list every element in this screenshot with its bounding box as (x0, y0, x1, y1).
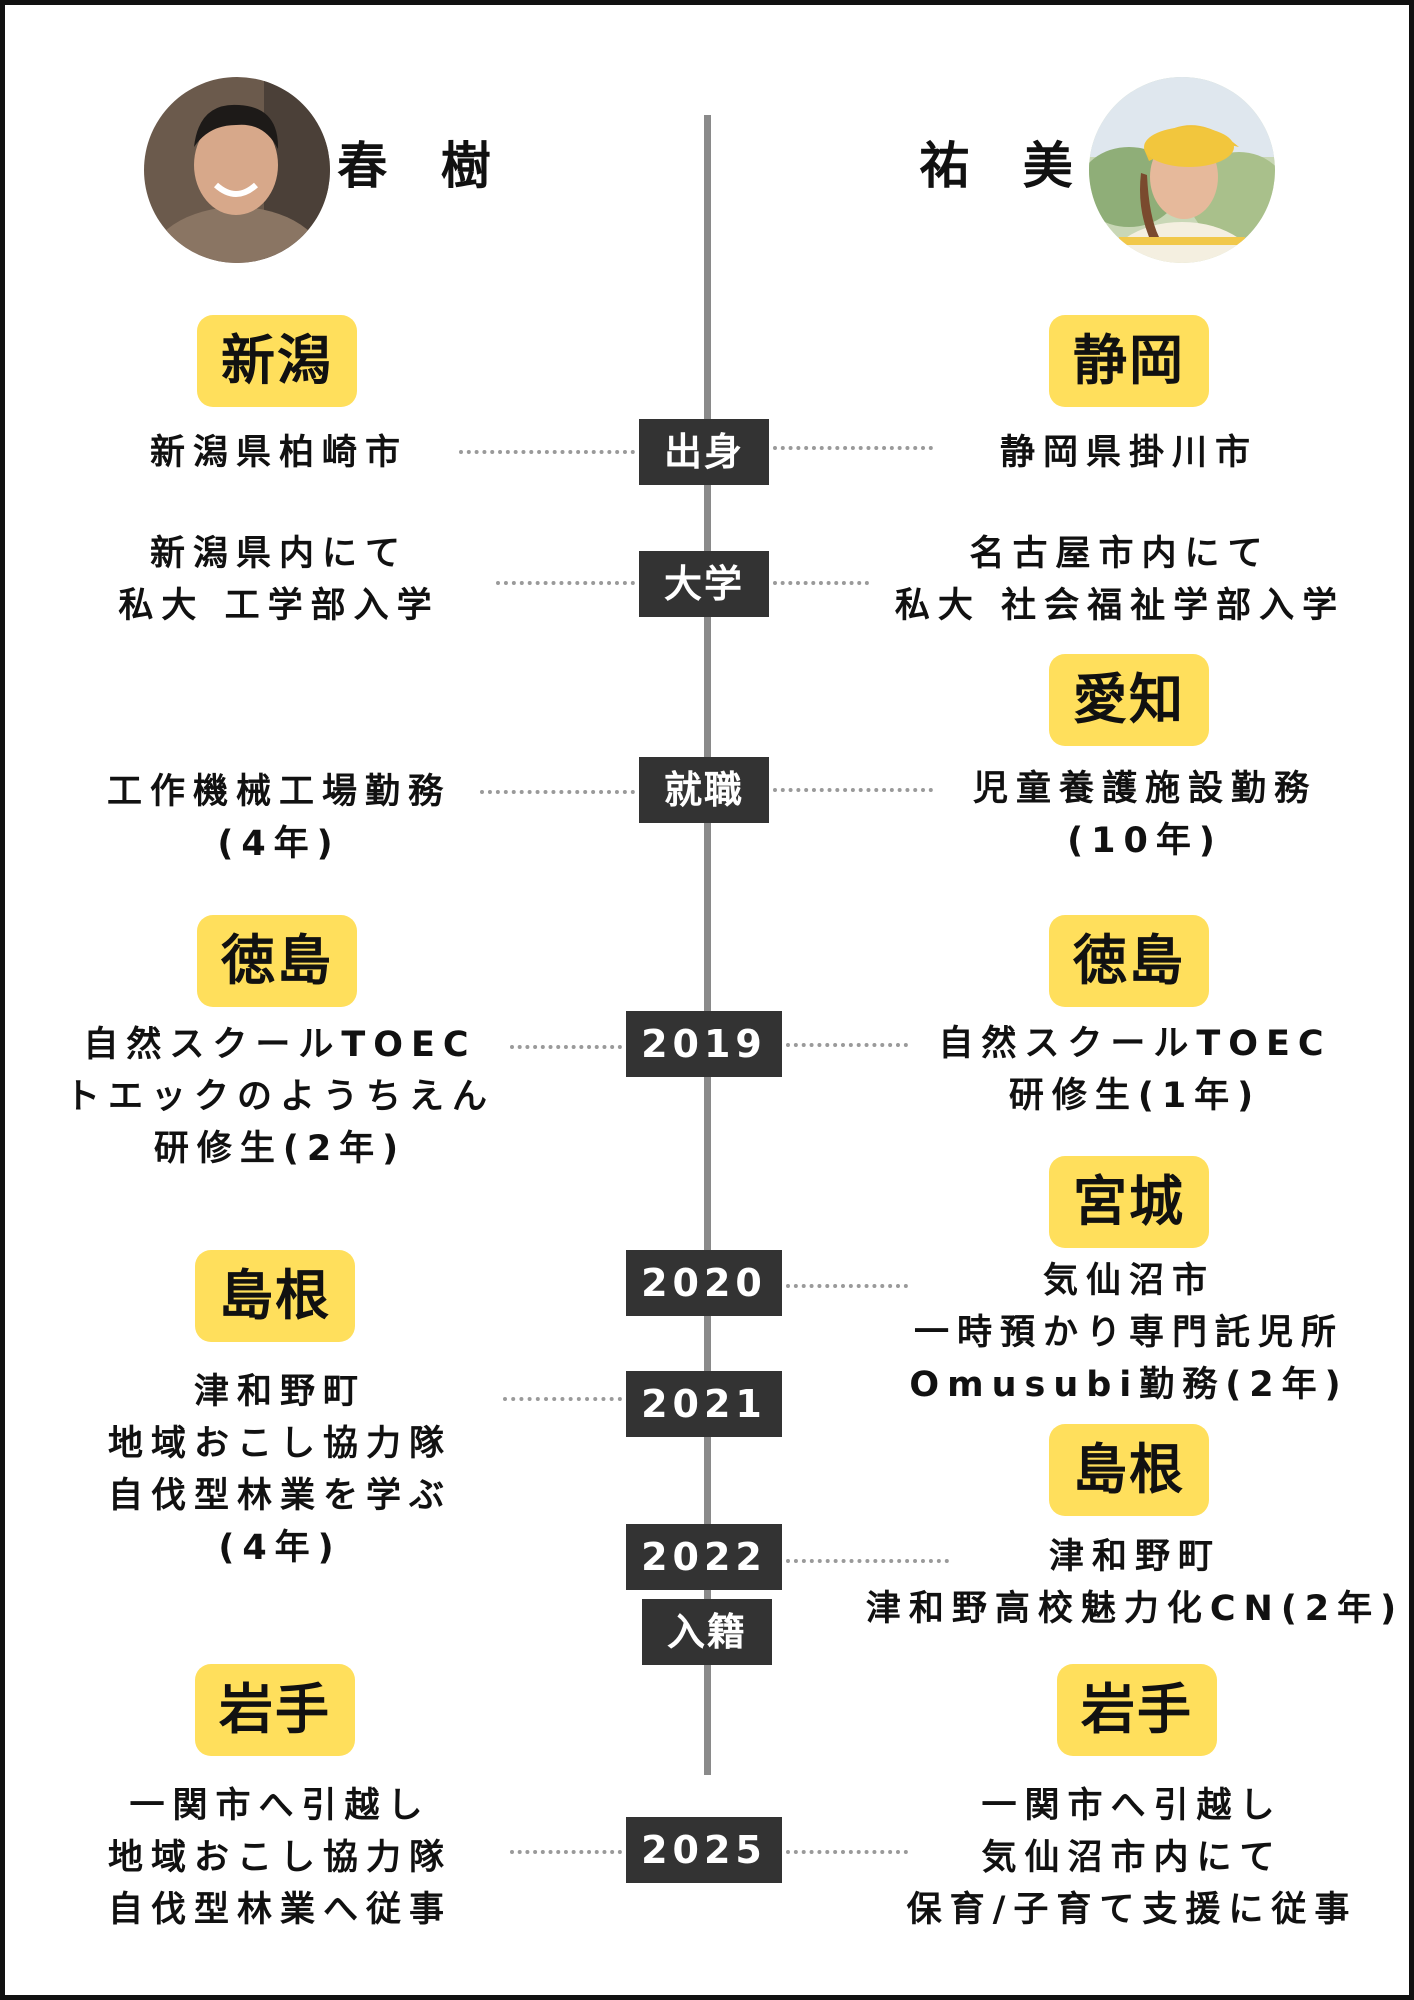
connector (503, 1397, 622, 1401)
timeline-marker-2021: 2021 (626, 1371, 782, 1437)
connector (786, 1559, 949, 1563)
place-badge: 徳島 (197, 915, 357, 1007)
timeline-marker-2025: 2025 (626, 1817, 782, 1883)
connector (773, 581, 869, 585)
woman-portrait-icon (1089, 77, 1275, 263)
connector (786, 1043, 908, 1047)
timeline-marker-2022: 2022 (626, 1524, 782, 1590)
right-entry: 児童養護施設勤務 (10年) (972, 769, 1318, 861)
connector (773, 788, 933, 792)
place-badge: 島根 (1049, 1424, 1209, 1516)
right-entry: 津和野町 津和野高校魅力化CN(2年) (865, 1537, 1405, 1629)
timeline-marker-birthplace: 出身 (639, 419, 769, 485)
right-entry: 静岡県掛川市 (999, 433, 1259, 473)
left-entry: 一関市へ引越し 地域おこし協力隊 自伐型林業へ従事 (107, 1786, 453, 1930)
place-badge: 岩手 (195, 1664, 355, 1756)
place-badge: 岩手 (1057, 1664, 1217, 1756)
left-entry: 自然スクールTOEC トエックのようちえん 研修生(2年) (64, 1025, 496, 1169)
timeline-spine (704, 115, 711, 1775)
connector (496, 581, 635, 585)
right-entry: 自然スクールTOEC 研修生(1年) (938, 1024, 1332, 1116)
connector (773, 446, 933, 450)
left-entry: 工作機械工場勤務 (4年) (106, 772, 452, 864)
left-entry: 新潟県内にて 私大 工学部入学 (118, 534, 440, 626)
right-entry: 名古屋市内にて 私大 社会福祉学部入学 (894, 534, 1346, 626)
place-badge: 徳島 (1049, 915, 1209, 1007)
connector (786, 1850, 908, 1854)
place-badge: 宮城 (1049, 1156, 1209, 1248)
connector (480, 790, 635, 794)
place-badge: 愛知 (1049, 654, 1209, 746)
timeline-marker-university: 大学 (639, 551, 769, 617)
timeline-marker-marriage: 入籍 (642, 1599, 772, 1665)
connector (510, 1045, 622, 1049)
connector (459, 450, 635, 454)
timeline-marker-2019: 2019 (626, 1011, 782, 1077)
right-person-name: 祐 美 (919, 137, 1091, 195)
left-entry: 新潟県柏崎市 (149, 433, 409, 473)
place-badge: 島根 (195, 1250, 355, 1342)
left-entry: 津和野町 地域おこし協力隊 自伐型林業を学ぶ (4年) (107, 1372, 453, 1568)
connector (510, 1850, 622, 1854)
right-entry: 一関市へ引越し 気仙沼市内にて 保育/子育て支援に従事 (906, 1786, 1358, 1930)
place-badge: 静岡 (1049, 315, 1209, 407)
place-badge: 新潟 (197, 315, 357, 407)
right-entry: 気仙沼市 一時預かり専門託児所 Omusubi勤務(2年) (909, 1261, 1349, 1405)
timeline-marker-2020: 2020 (626, 1250, 782, 1316)
left-person-name: 春 樹 (337, 137, 509, 195)
connector (786, 1284, 908, 1288)
timeline-marker-employment: 就職 (639, 757, 769, 823)
man-portrait-icon (144, 77, 330, 263)
